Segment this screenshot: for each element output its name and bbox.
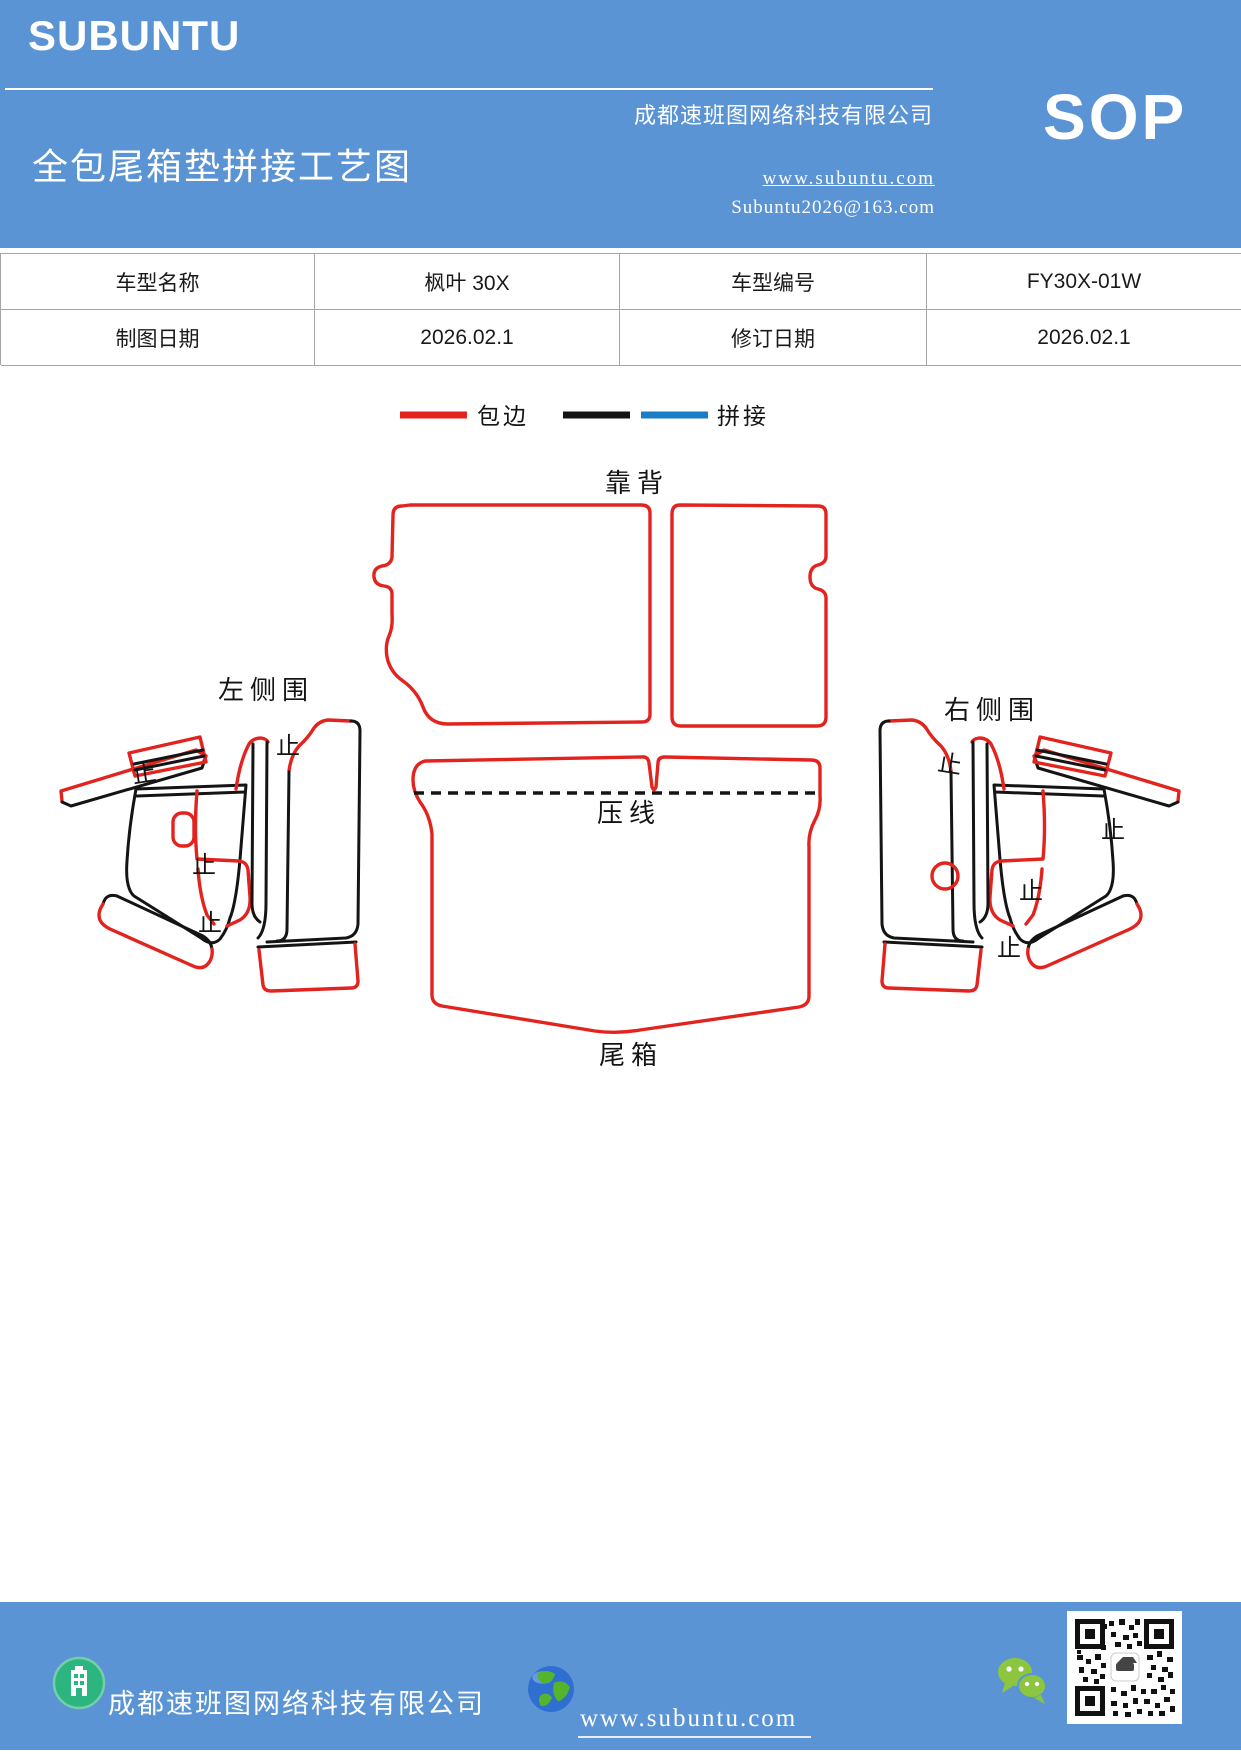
left-side-label: 左侧围 [218, 675, 314, 705]
right-side-cluster [878, 718, 1181, 993]
model-name-value: 枫叶 30X [315, 254, 620, 310]
vehicle-info-table: 车型名称 枫叶 30X 车型编号 FY30X-01W 制图日期 2026.02.… [0, 253, 1241, 366]
backrest-label: 靠背 [605, 468, 669, 498]
model-name-label: 车型名称 [1, 254, 315, 310]
qr-code [1067, 1611, 1182, 1724]
email-address: Subuntu2026@163.com [731, 197, 935, 218]
footer-website-link[interactable]: www.subuntu.com [578, 1705, 812, 1738]
backrest-right-piece [670, 503, 828, 728]
footer-company-name: 成都速班图网络科技有限公司 [108, 1689, 485, 1719]
revise-date-value: 2026.02.1 [927, 310, 1241, 366]
sop-label: SOP [1043, 81, 1188, 153]
wechat-icon [998, 1658, 1047, 1704]
trunk-label: 尾箱 [599, 1040, 663, 1070]
right-cluster-round-hole [930, 861, 960, 891]
revise-date-label: 修订日期 [620, 310, 927, 366]
legend-splice-label: 拼接 [717, 403, 769, 429]
backrest-left-piece [372, 503, 652, 726]
draw-date-value: 2026.02.1 [315, 310, 620, 366]
stop-marker: 止 [1101, 817, 1125, 844]
stop-marker: 止 [198, 910, 222, 937]
header-divider [5, 88, 933, 90]
legend-wrap-label: 包边 [477, 403, 529, 429]
page-title: 全包尾箱垫拼接工艺图 [32, 146, 413, 187]
stop-marker: 止 [1019, 878, 1043, 905]
process-diagram: 包边 拼接 靠背 左侧围 右侧围 压线 尾箱 止 止 止 止 止 止 止 止 [0, 390, 1241, 1100]
brand-logo: SUBUNTU [28, 12, 241, 59]
legend: 包边 拼接 [400, 403, 769, 429]
model-code-value: FY30X-01W [927, 254, 1241, 310]
left-cluster-slot-hole [171, 811, 196, 848]
stop-marker: 止 [276, 733, 300, 760]
stop-marker: 止 [192, 852, 216, 879]
globe-icon [528, 1666, 574, 1712]
website-link[interactable]: www.subuntu.com [762, 168, 935, 189]
press-line-label: 压线 [597, 798, 661, 828]
header-band: SUBUNTU 全包尾箱垫拼接工艺图 成都速班图网络科技有限公司 www.sub… [0, 0, 1241, 248]
company-name: 成都速班图网络科技有限公司 [633, 103, 933, 128]
model-code-label: 车型编号 [620, 254, 927, 310]
stop-marker: 止 [130, 759, 158, 789]
stop-marker: 止 [936, 750, 964, 780]
company-building-icon [52, 1656, 106, 1710]
draw-date-label: 制图日期 [1, 310, 315, 366]
right-side-label: 右侧围 [944, 695, 1040, 725]
stop-marker: 止 [997, 935, 1021, 962]
trunk-piece [411, 755, 822, 1034]
